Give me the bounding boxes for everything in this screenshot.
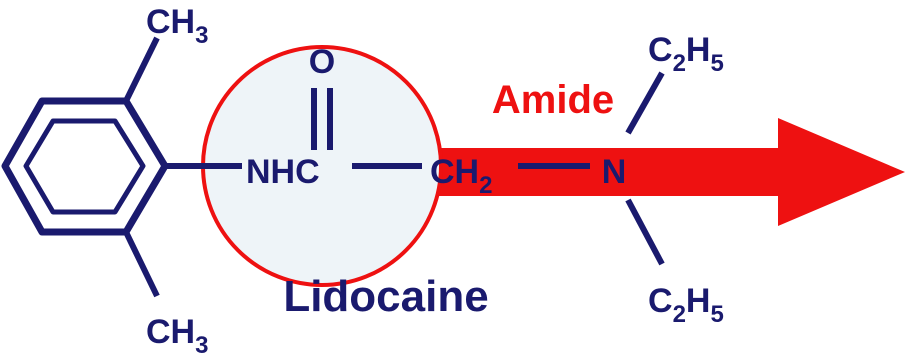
- ethyl-top-label: C2H5: [648, 31, 724, 77]
- amine-nitrogen-label: N: [602, 153, 627, 191]
- ethyl-bottom-label: C2H5: [648, 282, 724, 328]
- bond-nitrogen-ethyl-bottom: [625, 198, 665, 266]
- amide-arrow: [430, 118, 905, 226]
- amide-group-label: NHC: [246, 153, 320, 191]
- methylene-label: CH2: [430, 153, 492, 199]
- benzene-inner-ring: [23, 118, 146, 215]
- carbonyl-oxygen-label: O: [309, 43, 335, 81]
- bond-ring-methyl-bottom: [123, 230, 160, 298]
- methyl-top-label: CH3: [146, 3, 208, 49]
- bond-nitrogen-ethyl-top: [625, 71, 665, 135]
- compound-name: Lidocaine: [283, 272, 488, 321]
- amide-label: Amide: [492, 78, 614, 122]
- bond-ring-methyl-top: [123, 36, 160, 103]
- methyl-bottom-label: CH3: [146, 313, 208, 359]
